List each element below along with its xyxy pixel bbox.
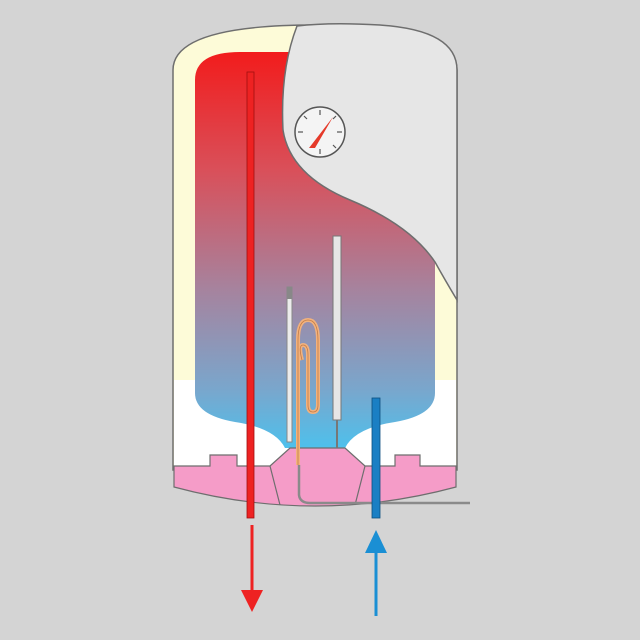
outer-cover — [281, 22, 458, 303]
base-plate — [173, 447, 457, 507]
heating-element-outline — [297, 319, 319, 465]
hot-water-pipe — [246, 71, 255, 519]
flange-lines — [269, 465, 366, 506]
power-wire — [297, 465, 470, 505]
anode-rod — [332, 235, 342, 421]
gauge-needle — [309, 117, 333, 148]
hot-water-outflow-arrow-icon — [241, 525, 263, 612]
temperature-gauge — [294, 106, 346, 158]
thermostat-sensor — [286, 286, 293, 443]
cold-water-inflow-arrow-icon — [365, 530, 387, 616]
cold-water-pipe — [371, 397, 381, 519]
